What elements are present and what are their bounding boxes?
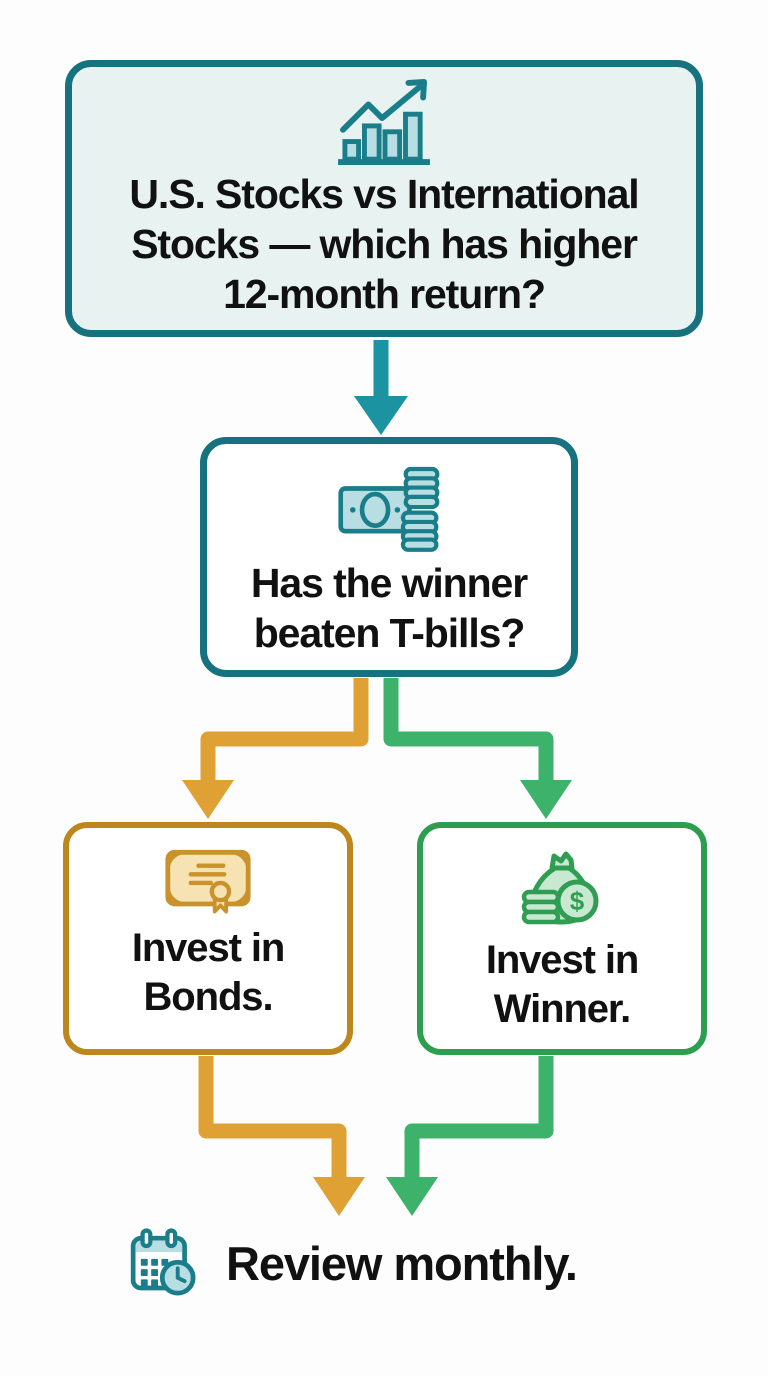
- connector-bonds-to-review: [198, 1056, 365, 1216]
- flow-node-start: U.S. Stocks vs International Stocks — wh…: [65, 60, 703, 337]
- bond-certificate-icon: [165, 849, 251, 914]
- decision-node-label: Has the winner beaten T-bills?: [250, 560, 528, 657]
- flow-node-invest-bonds: Invest in Bonds.: [63, 822, 353, 1055]
- bar-chart-growth-icon: [338, 79, 430, 165]
- banknote-coins-icon: [338, 466, 440, 552]
- start-node-label: U.S. Stocks vs International Stocks — wh…: [129, 171, 639, 318]
- connector-start-to-decision: [354, 340, 408, 435]
- connector-winner-to-review: [386, 1056, 554, 1216]
- connector-decision-to-winner: [383, 678, 572, 819]
- connector-decision-to-bonds: [182, 678, 369, 819]
- money-bag-icon: $: [521, 851, 599, 925]
- flow-node-invest-winner: $ Invest in Winner.: [417, 822, 707, 1055]
- svg-text:$: $: [570, 886, 585, 916]
- review-label: Review monthly.: [226, 1237, 578, 1291]
- calendar-clock-icon: [130, 1228, 196, 1296]
- review-footer: Review monthly.: [128, 1226, 578, 1302]
- winner-node-label: Invest in Winner.: [485, 938, 639, 1031]
- bonds-node-label: Invest in Bonds.: [131, 926, 285, 1019]
- flow-node-decision: Has the winner beaten T-bills?: [200, 437, 578, 677]
